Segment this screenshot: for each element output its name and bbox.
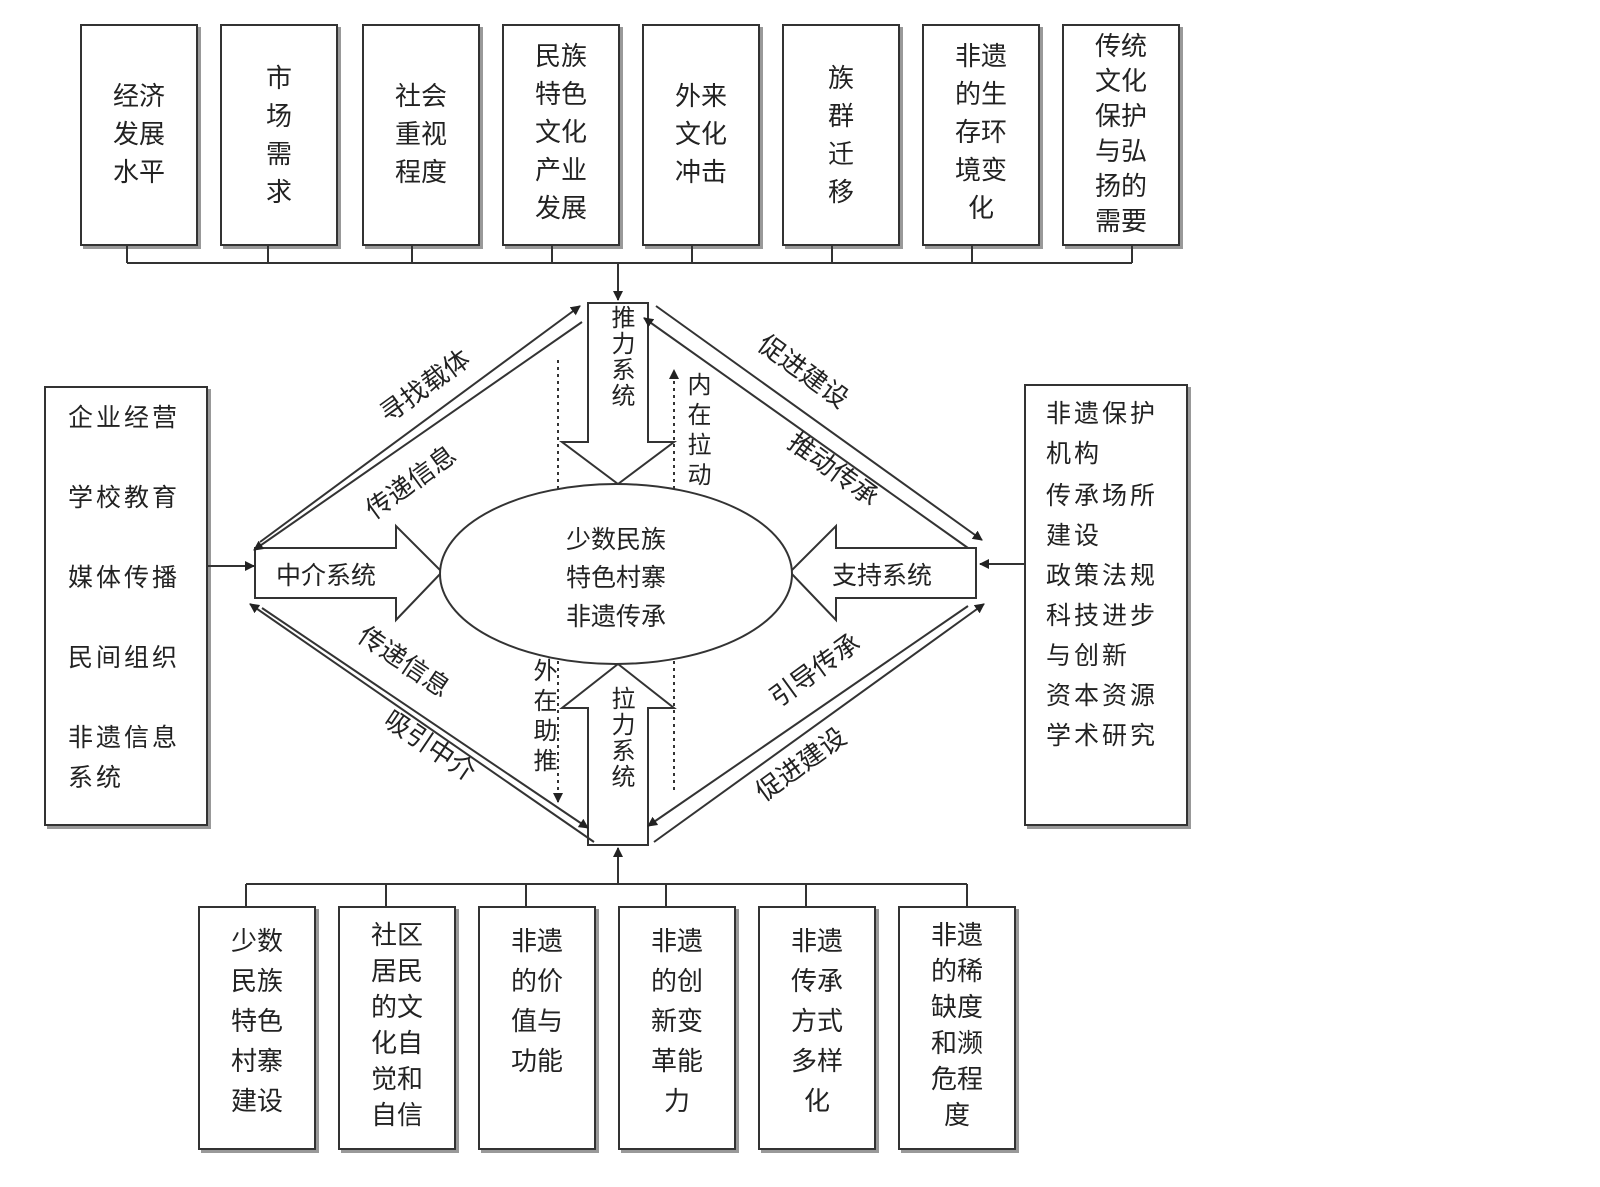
push-system-label: 推力系统 xyxy=(607,305,635,409)
edge-label-find-carrier: 寻找载体 xyxy=(374,344,476,429)
bottom-factor-label: 非遗 的价 值与 功能 xyxy=(510,927,563,1077)
top-factor-label: 传统 文化 保护 与弘 扬的 需要 xyxy=(1094,32,1147,237)
top-factor-label: 非遗 的生 存环 境变 化 xyxy=(954,42,1007,224)
bottom-factor-box: 非遗 的稀 缺度 和濒 危程 度 xyxy=(898,906,1016,1150)
right-item: 科技进步 与创新 xyxy=(1046,601,1159,670)
top-factor-box: 非遗 的生 存环 境变 化 xyxy=(922,24,1040,246)
intermediary-system-label: 中介系统 xyxy=(276,561,376,590)
bottom-factor-box: 非遗 传承 方式 多样 化 xyxy=(758,906,876,1150)
right-item: 传承场所 建设 xyxy=(1046,481,1159,550)
intermediary-system-arrow xyxy=(254,523,444,623)
right-item: 非遗保护 机构 xyxy=(1046,399,1159,468)
right-item: 政策法规 xyxy=(1046,561,1159,590)
top-factor-box: 族 群 迁 移 xyxy=(782,24,900,246)
top-factor-label: 族 群 迁 移 xyxy=(827,64,854,208)
intermediary-factors-box: 企业经营 学校教育 媒体传播 民间组织 非遗信息 系统 xyxy=(44,386,208,826)
top-factor-box: 经济 发展 水平 xyxy=(80,24,198,246)
bottom-factor-box: 少数 民族 特色 村寨 建设 xyxy=(198,906,316,1150)
center-line-1: 少数民族 xyxy=(566,525,666,554)
left-item: 企业经营 xyxy=(68,403,181,432)
pull-system-label: 拉力系统 xyxy=(607,686,635,790)
bottom-factor-box: 非遗 的价 值与 功能 xyxy=(478,906,596,1150)
bottom-factor-box: 非遗 的创 新变 革能 力 xyxy=(618,906,736,1150)
bottom-factor-label: 非遗 的稀 缺度 和濒 危程 度 xyxy=(930,921,983,1131)
edge-label-transmit-info-upper: 传递信息 xyxy=(360,440,462,525)
top-factor-label: 民族 特色 文化 产业 发展 xyxy=(534,42,587,224)
bottom-factor-label: 非遗 的创 新变 革能 力 xyxy=(650,927,703,1117)
left-item: 学校教育 xyxy=(68,483,181,512)
support-system-arrow xyxy=(788,523,977,623)
left-item: 媒体传播 xyxy=(68,563,181,592)
edge-label-promote-construction-upper: 促进建设 xyxy=(752,329,854,414)
top-factor-label: 外来 文化 冲击 xyxy=(674,82,727,188)
top-bracket xyxy=(126,246,1133,301)
top-factor-label: 市 场 需 求 xyxy=(265,64,292,208)
right-item: 学术研究 xyxy=(1046,721,1159,750)
top-factor-label: 经济 发展 水平 xyxy=(112,82,165,188)
edge-label-drive-inheritance: 推动传承 xyxy=(782,427,884,512)
inner-pull-label: 内在拉动 xyxy=(683,372,711,492)
left-item: 民间组织 xyxy=(68,643,181,672)
top-factor-box: 外来 文化 冲击 xyxy=(642,24,760,246)
bottom-factor-label: 少数 民族 特色 村寨 建设 xyxy=(230,927,283,1117)
top-factor-box: 社会 重视 程度 xyxy=(362,24,480,246)
diagonal-arrows xyxy=(249,305,985,843)
support-system-label: 支持系统 xyxy=(832,561,932,590)
top-factor-box: 传统 文化 保护 与弘 扬的 需要 xyxy=(1062,24,1180,246)
bottom-bracket xyxy=(245,847,968,906)
right-item: 资本资源 xyxy=(1046,681,1159,710)
bottom-factor-box: 社区 居民 的文 化自 觉和 自信 xyxy=(338,906,456,1150)
support-factors-box: 非遗保护 机构 传承场所 建设 政策法规 科技进步 与创新 资本资源 学术研究 xyxy=(1024,384,1188,826)
top-factor-label: 社会 重视 程度 xyxy=(394,82,447,188)
center-line-2: 特色村寨 xyxy=(566,563,666,592)
top-factor-box: 市 场 需 求 xyxy=(220,24,338,246)
center-ellipse xyxy=(439,483,793,665)
bottom-factor-label: 非遗 传承 方式 多样 化 xyxy=(790,927,843,1117)
edge-label-transmit-info-lower: 传递信息 xyxy=(352,621,455,704)
center-line-3: 非遗传承 xyxy=(566,602,666,631)
top-factor-box: 民族 特色 文化 产业 发展 xyxy=(502,24,620,246)
bottom-factor-label: 社区 居民 的文 化自 觉和 自信 xyxy=(370,921,423,1131)
left-item: 非遗信息 系统 xyxy=(68,723,181,792)
outer-push-label: 外在助推 xyxy=(529,658,557,778)
